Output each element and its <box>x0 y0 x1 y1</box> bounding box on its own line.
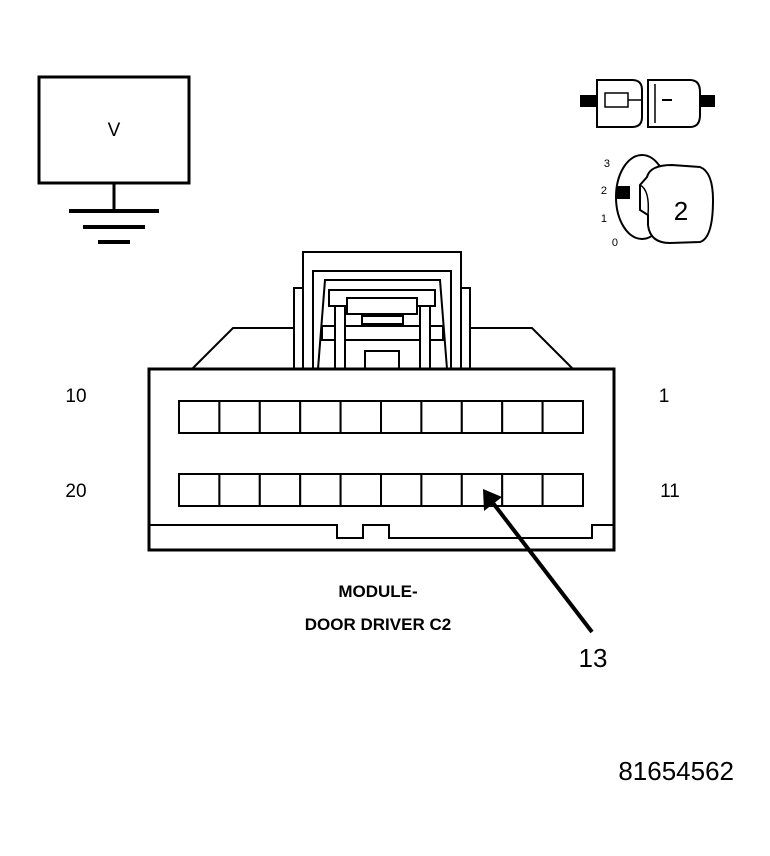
ignition-switch-icon: 3 2 1 0 2 <box>601 154 715 249</box>
connector-latch <box>189 251 576 370</box>
connector-title-line2: DOOR DRIVER C2 <box>305 615 451 634</box>
ignition-position-2: 2 <box>601 185 607 197</box>
cavity-3 <box>460 400 504 434</box>
cavity-5 <box>380 400 423 434</box>
cavity-15 <box>380 473 423 507</box>
cavity-6 <box>339 400 383 434</box>
cavity-18 <box>258 473 302 507</box>
voltmeter-box <box>37 75 191 185</box>
connector-title-line1: MODULE- <box>338 582 417 601</box>
cavity-row-bottom <box>178 473 584 507</box>
row-bottom-left-label: 20 <box>65 481 86 502</box>
cavity-4 <box>420 400 463 434</box>
cavity-12 <box>501 473 544 507</box>
disconnected-connector-icon <box>580 79 715 128</box>
cavity-row-top <box>178 400 584 434</box>
cavity-20 <box>178 473 221 507</box>
row-top-left-label: 10 <box>65 386 86 407</box>
ignition-position-0: 0 <box>612 237 618 249</box>
cavity-16 <box>339 473 383 507</box>
ignition-position-3: 3 <box>604 158 610 170</box>
figure-number: 81654562 <box>618 756 734 786</box>
ground-icon <box>69 209 159 244</box>
callout-label: 13 <box>579 643 608 673</box>
connector-c2: 10 1 20 11 <box>65 251 680 552</box>
voltmeter-symbol: V <box>37 75 191 244</box>
cavity-10 <box>178 400 221 434</box>
cavity-19 <box>218 473 261 507</box>
cavity-1 <box>541 400 584 434</box>
cavity-7 <box>299 400 342 434</box>
cavity-2 <box>501 400 544 434</box>
cavity-14 <box>420 473 463 507</box>
connector-key-edge <box>149 524 614 539</box>
row-top-right-label: 1 <box>659 386 670 407</box>
connector-body <box>147 367 616 552</box>
voltmeter-label: V <box>108 120 121 141</box>
cavity-11 <box>541 473 584 507</box>
row-bottom-right-label: 11 <box>660 481 680 502</box>
callout-arrow <box>483 489 594 634</box>
ignition-position-1: 1 <box>601 213 607 225</box>
cavity-17 <box>299 473 342 507</box>
cavity-9 <box>218 400 261 434</box>
ignition-key-label: 2 <box>674 196 688 226</box>
cavity-8 <box>258 400 302 434</box>
